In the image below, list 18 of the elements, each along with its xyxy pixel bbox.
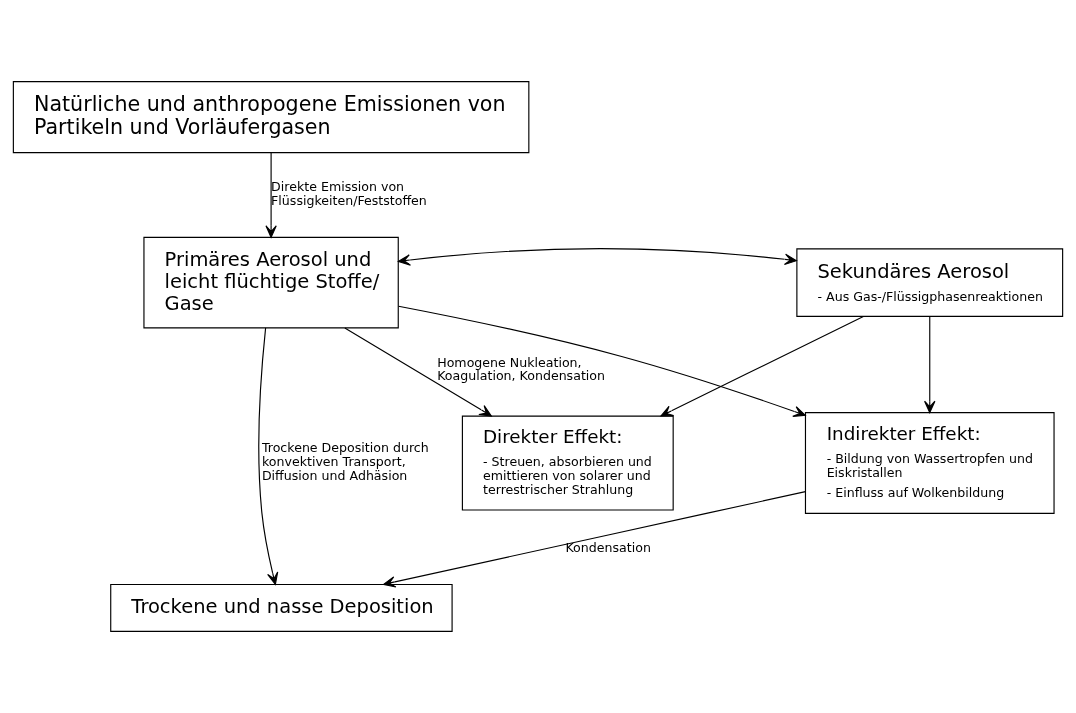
arrow bbox=[383, 491, 806, 588]
node-box: Indirekter Effekt: - Bildung von Wassertropfen und Eiskristallen - Einfluss auf Wolkenbildung bbox=[804, 412, 1055, 514]
arrow bbox=[924, 315, 936, 414]
edge-label: Direkte Emission von Flüssigkeiten/Feststoffen bbox=[271, 179, 427, 209]
edge-label: Trockene Deposition durch konvektiven Transport, Diffusion und Adhäsion bbox=[261, 440, 429, 483]
node-box: Primäres Aerosol und leicht flüchtige Stoffe/ Gase bbox=[143, 236, 399, 329]
node-box: Trockene und nasse Deposition bbox=[110, 583, 453, 632]
arrow bbox=[344, 327, 492, 417]
edge-label: Kondensation bbox=[565, 540, 651, 556]
arrow bbox=[265, 152, 277, 238]
node-box: Natürliche und anthropogene Emissionen von Partikeln und Vorläufergasen bbox=[12, 81, 530, 154]
arrow bbox=[397, 248, 797, 266]
node-box: Direkter Effekt: - Streuen, absorbieren und emittieren von solarer und terrestrischer Strahlung bbox=[461, 415, 674, 511]
arrow bbox=[660, 315, 864, 417]
arrow bbox=[398, 305, 806, 417]
arrow bbox=[258, 327, 279, 585]
node-box: Sekundäres Aerosol - Aus Gas-/Flüssigphasenreaktionen bbox=[796, 248, 1064, 317]
edge-label: Homogene Nukleation, Koagulation, Kondensation bbox=[437, 354, 606, 384]
